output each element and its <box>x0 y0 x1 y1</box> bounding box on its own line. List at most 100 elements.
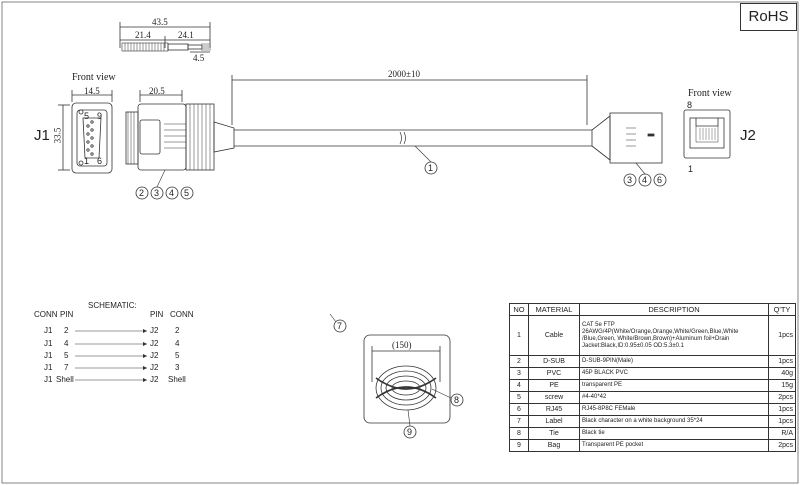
strip-detail <box>119 22 211 53</box>
bom-description: CAT 5e FTP 26AWG/4P(White/Orange,Orange,… <box>579 315 769 356</box>
bom-material: Bag <box>528 439 580 452</box>
table-row: 1 Cable CAT 5e FTP 26AWG/4P(White/Orange… <box>509 315 796 356</box>
callout-j1-5: 5 <box>184 188 190 198</box>
table-row: 4 PE transparent PE 15g <box>509 379 796 392</box>
schematic-pin-left: 5 <box>64 351 69 360</box>
bom-material: PVC <box>528 367 580 380</box>
schematic-j1: J1 <box>44 326 53 335</box>
bom-qty: 1pcs <box>768 355 796 368</box>
front-view-label-j2: Front view <box>688 88 732 99</box>
callout-coil-tie: 8 <box>454 395 460 405</box>
bom-header-description: DESCRIPTION <box>579 303 769 316</box>
schematic-header-pin-right: PIN <box>150 310 164 319</box>
j1-side-body <box>125 90 235 171</box>
schematic-header-conn-right: CONN <box>170 310 194 319</box>
pin-1-rj-label: 1 <box>688 164 694 174</box>
schematic-title: SCHEMATIC: <box>88 301 137 310</box>
schematic-j1: J1 <box>44 375 53 384</box>
bom-material: Label <box>528 415 580 428</box>
bom-qty: 15g <box>768 379 796 392</box>
bom-qty: 1pcs <box>768 315 796 356</box>
schematic-pin-right: 5 <box>175 351 180 360</box>
schematic-j2: J2 <box>150 339 159 348</box>
bom-qty: 2pcs <box>768 439 796 452</box>
bom-qty: 1pcs <box>768 415 796 428</box>
schematic-arrowheads <box>143 329 147 382</box>
bom-material: screw <box>528 391 580 404</box>
callout-bag: 9 <box>407 427 413 437</box>
callout-cable: 1 <box>428 163 434 173</box>
pin-1-label: 1 <box>84 156 90 166</box>
schematic-pin-left: 4 <box>64 339 69 348</box>
table-row: 9 Bag Transparent PE pocket 2pcs <box>509 439 796 452</box>
table-row: 3 PVC 45P BLACK PVC 40g <box>509 367 796 380</box>
callout-j1-4: 4 <box>169 188 175 198</box>
j1-front-view <box>58 90 113 174</box>
j2-side-body <box>591 112 663 164</box>
schematic-j2: J2 <box>150 363 159 372</box>
schematic-pin-left: Shell <box>56 375 74 384</box>
bom-no: 1 <box>509 315 529 356</box>
dim-cable-length: 2000±10 <box>388 69 420 79</box>
bom-description: Transparent PE pocket <box>579 439 769 452</box>
schematic-j1: J1 <box>44 339 53 348</box>
schematic-header-pin-left: PIN <box>60 310 74 319</box>
dim-front-height: 33.5 <box>52 127 63 144</box>
rohs-badge: RoHS <box>740 3 797 31</box>
bom-description: D-SUB-9PIN(Male) <box>579 355 769 368</box>
callout-j2-6: 6 <box>657 175 663 185</box>
bom-no: 6 <box>509 403 529 416</box>
dim-strip-a: 21.4 <box>135 30 151 40</box>
callout-j1-2: 2 <box>139 188 145 198</box>
bom-description: #4-40*42 <box>579 391 769 404</box>
bom-no: 2 <box>509 355 529 368</box>
schematic-header-conn-left: CONN <box>34 310 58 319</box>
bom-qty: 2pcs <box>768 391 796 404</box>
front-view-label-j1: Front view <box>72 72 116 83</box>
bom-material: PE <box>528 379 580 392</box>
bom-material: D-SUB <box>528 355 580 368</box>
dim-strip-c: 4.5 <box>193 53 205 63</box>
bom-no: 3 <box>509 367 529 380</box>
schematic-j1: J1 <box>44 351 53 360</box>
dim-body-width: 20.5 <box>149 86 165 96</box>
bom-no: 4 <box>509 379 529 392</box>
pin-6-label: 6 <box>97 156 103 166</box>
coil-bag-view <box>363 334 452 427</box>
schematic-pin-right: 2 <box>175 326 180 335</box>
bom-header-qty: Q'TY <box>768 303 796 316</box>
cable-body <box>231 75 592 163</box>
callout-tie: 7 <box>337 321 343 331</box>
pin-8-label: 8 <box>687 100 693 110</box>
bom-no: 9 <box>509 439 529 452</box>
j2-front-view <box>683 109 731 159</box>
bom-description: transparent PE <box>579 379 769 392</box>
schematic-j1: J1 <box>44 363 53 372</box>
schematic-pin-left: 2 <box>64 326 69 335</box>
schematic-j2: J2 <box>150 326 159 335</box>
j2-label: J2 <box>740 127 756 144</box>
bom-qty: R/A <box>768 427 796 440</box>
schematic-lines <box>75 330 147 381</box>
pin-9-label: 9 <box>97 111 103 121</box>
schematic-pin-right: Shell <box>168 375 186 384</box>
bom-material: Tie <box>528 427 580 440</box>
table-row: 7 Label Black character on a white backg… <box>509 415 796 428</box>
schematic-pin-right: 4 <box>175 339 180 348</box>
schematic-pin-right: 3 <box>175 363 180 372</box>
bom-description: Black character on a white background 35… <box>579 415 769 428</box>
bom-header-no: NO <box>509 303 529 316</box>
bom-material: RJ45 <box>528 403 580 416</box>
bom-no: 7 <box>509 415 529 428</box>
bom-header-row: NO MATERIAL DESCRIPTION Q'TY <box>509 303 796 316</box>
bom-description: 45P BLACK PVC <box>579 367 769 380</box>
bill-of-materials-table: NO MATERIAL DESCRIPTION Q'TY 1 Cable CAT… <box>509 303 796 452</box>
schematic-j2: J2 <box>150 351 159 360</box>
bom-no: 8 <box>509 427 529 440</box>
bom-header-material: MATERIAL <box>528 303 580 316</box>
j1-label: J1 <box>34 127 50 144</box>
callout-j1-3: 3 <box>154 188 160 198</box>
dim-strip-b: 24.1 <box>178 30 194 40</box>
